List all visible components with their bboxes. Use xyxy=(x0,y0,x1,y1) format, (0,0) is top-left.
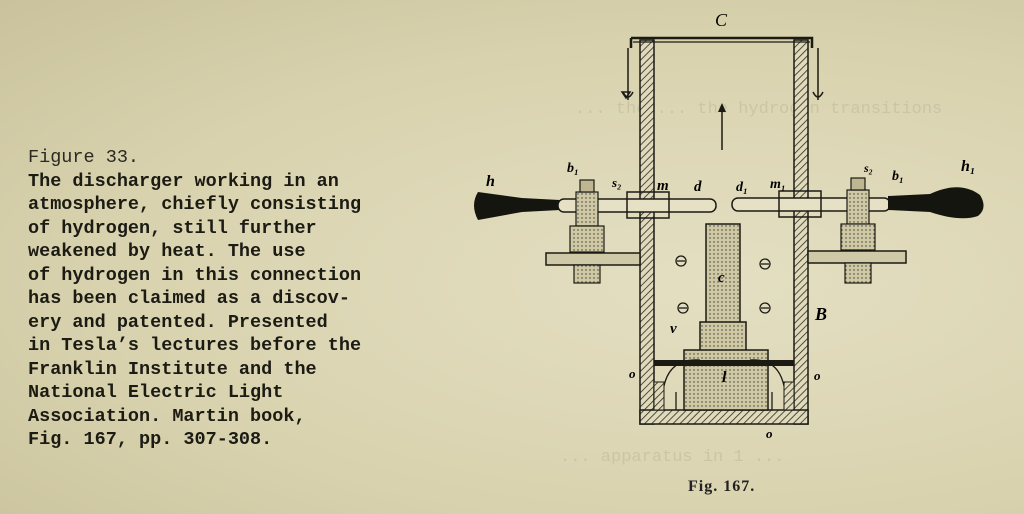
caption-line: ery and patented. Presented xyxy=(28,311,328,333)
left-handle xyxy=(474,192,560,220)
label-top: C xyxy=(715,10,728,30)
discharger-diagram: C h b₁ s₂ m d d₁ m₁ s₂ b₁ h₁ B c l v o o… xyxy=(474,10,984,441)
vent-holes xyxy=(675,255,771,314)
label-right-d: d₁ xyxy=(736,180,748,195)
label-right-o: o xyxy=(814,368,821,383)
caption-line: Franklin Institute and the xyxy=(28,358,317,380)
label-left-o: o xyxy=(629,366,636,381)
flow-arrow-head xyxy=(718,103,726,112)
label-bottom-o: o xyxy=(766,426,773,441)
caption-line: National Electric Light xyxy=(28,382,284,403)
flow-curve-right xyxy=(749,359,785,387)
right-clamp xyxy=(840,177,876,284)
label-cylinder: c xyxy=(718,270,725,286)
label-lamp: l xyxy=(722,369,727,386)
figure-caption: Figure 33. The discharger working in an … xyxy=(28,146,448,452)
caption-line: atmosphere, chiefly consisting xyxy=(28,194,362,215)
label-left-handle: h xyxy=(486,173,495,190)
left-support-plate xyxy=(545,252,641,266)
bleed-through-text: ... apparatus in 1 ... xyxy=(560,448,785,467)
label-plate: v xyxy=(670,321,677,337)
label-left-b: b₁ xyxy=(567,161,579,176)
caption-line: has been claimed as a discov- xyxy=(28,288,350,309)
caption-line: Association. Martin book, xyxy=(28,405,306,427)
vessel-right-wall xyxy=(793,39,809,425)
label-vessel: B xyxy=(814,304,827,324)
label-right-m: m₁ xyxy=(770,177,786,192)
bleed-through-text: ... the ... the hydrogen transitions xyxy=(575,100,943,119)
label-left-m: m xyxy=(657,178,669,194)
left-clamp xyxy=(569,179,605,284)
label-right-s: s₂ xyxy=(863,161,873,175)
caption-line: of hydrogen in this connection xyxy=(28,264,362,286)
label-left-d: d xyxy=(694,179,702,195)
figure-number: Fig. 167. xyxy=(688,478,756,495)
caption-line: of hydrogen, still further xyxy=(28,217,317,239)
caption-line: Fig. 167, pp. 307-308. xyxy=(28,429,273,450)
caption-line: The discharger working in an xyxy=(28,170,339,192)
cap-outline xyxy=(629,36,814,48)
label-right-b: b₁ xyxy=(892,169,904,184)
caption-line: in Tesla’s lectures before the xyxy=(28,335,362,356)
left-bushing xyxy=(626,191,670,219)
right-bushing xyxy=(778,190,822,218)
vessel-base xyxy=(639,409,809,425)
cylinder-base xyxy=(699,321,747,353)
vessel-left-wall xyxy=(639,39,655,425)
label-left-s: s₂ xyxy=(611,175,622,190)
inner-partition xyxy=(654,360,794,366)
curl-arrow-left xyxy=(622,91,634,98)
right-support-plate xyxy=(807,250,907,264)
flow-curve-left xyxy=(663,359,701,387)
label-right-handle: h₁ xyxy=(961,158,975,175)
figure-label: Figure 33. xyxy=(28,147,140,168)
left-vent xyxy=(653,381,665,411)
curl-arrow-right xyxy=(812,91,824,98)
right-vent xyxy=(783,381,795,411)
right-handle xyxy=(888,187,984,219)
caption-line: weakened by heat. The use xyxy=(28,241,306,262)
